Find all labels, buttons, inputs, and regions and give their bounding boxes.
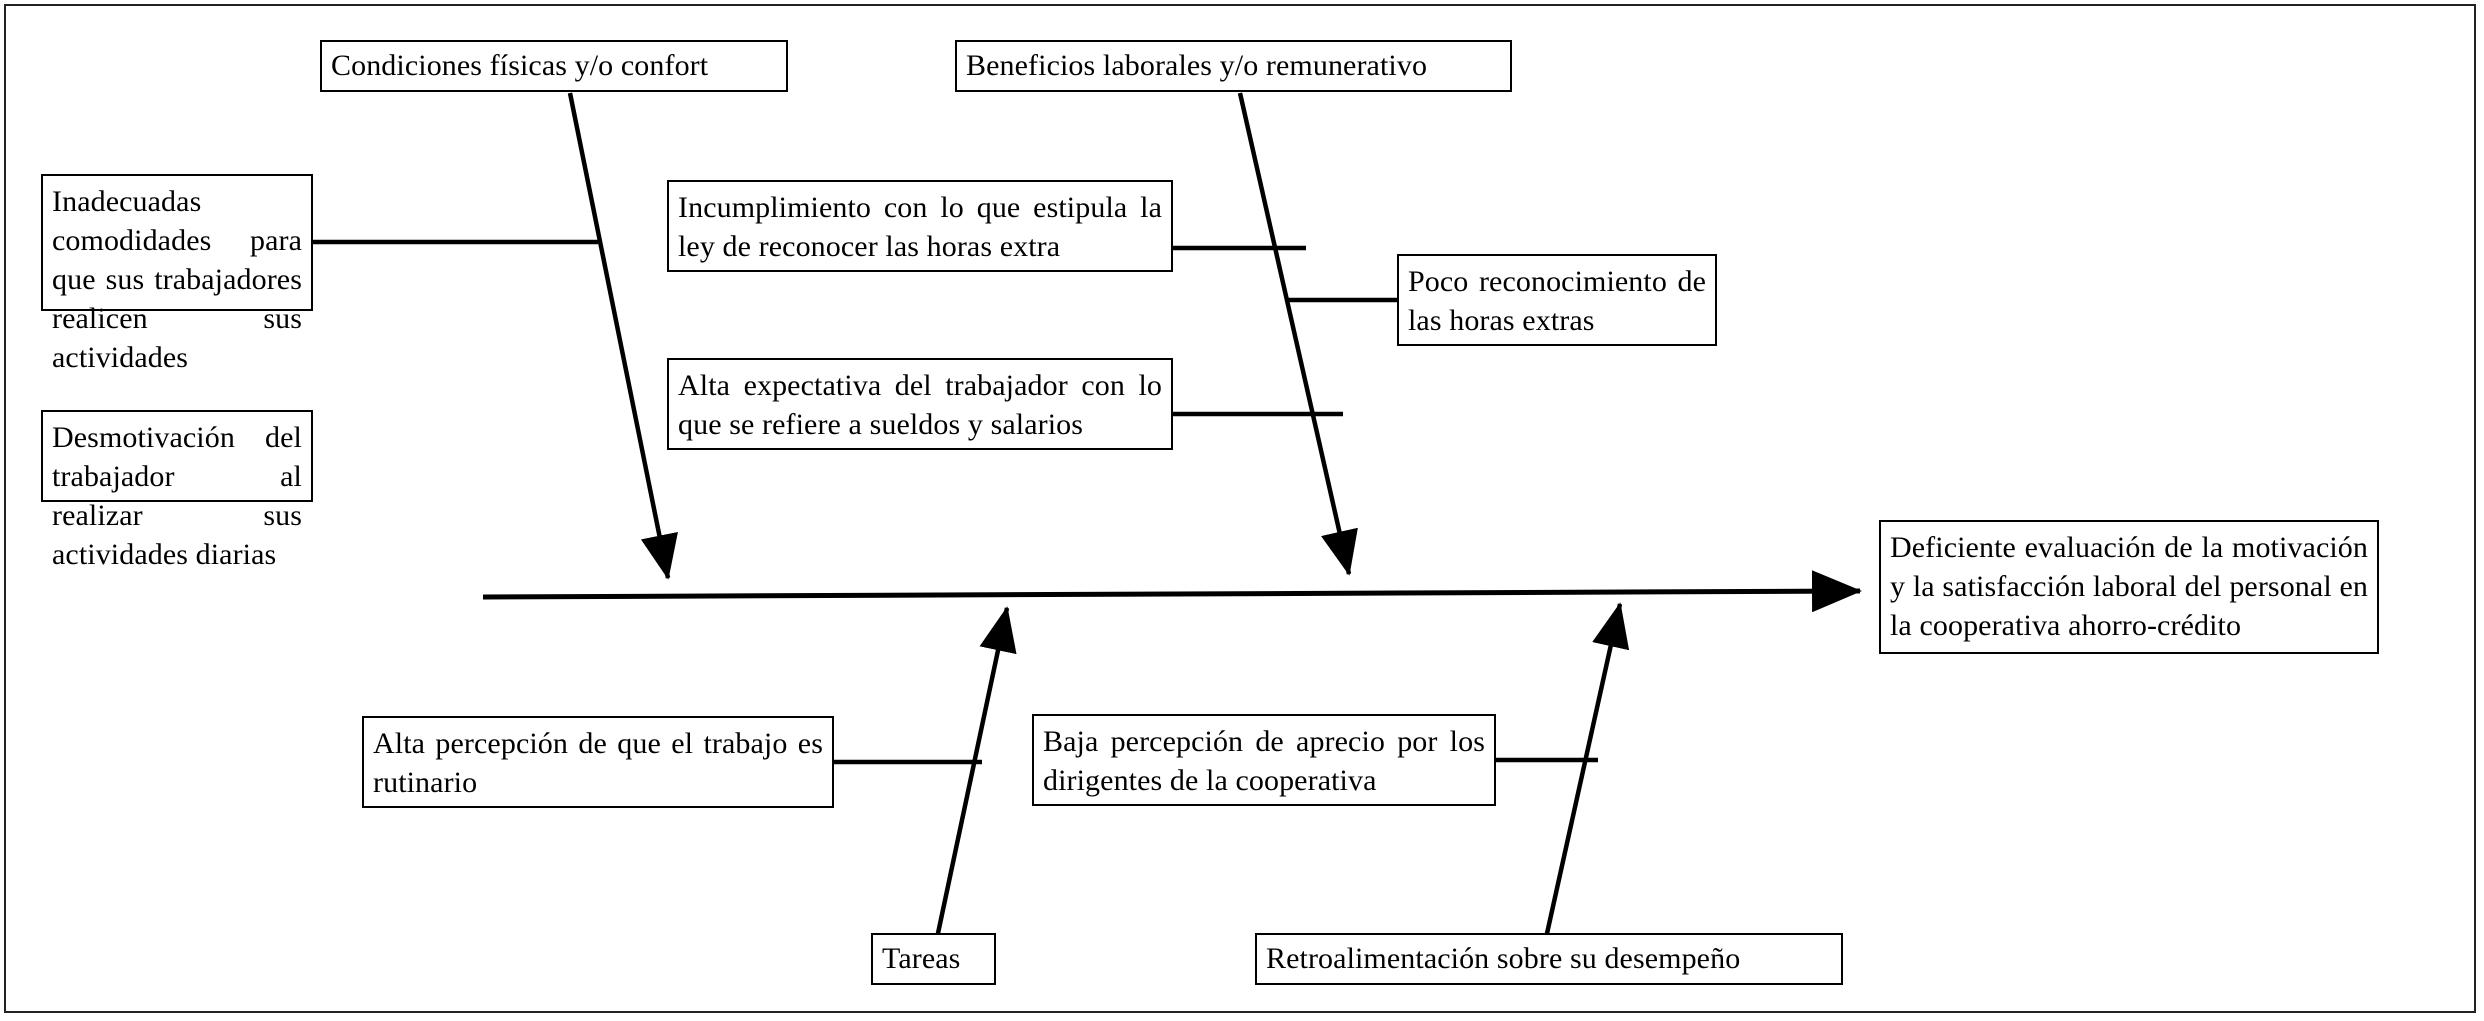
cause-label-alta-percepcion-rutinario: Alta percepción de que el trabajo es rut… xyxy=(373,727,823,799)
cause-box-inadecuadas-comodidades[interactable]: Inadecuadas comodidades para que sus tra… xyxy=(41,174,313,374)
category-label-condiciones-fisicas: Condiciones físicas y/o confort xyxy=(331,48,709,82)
category-box-beneficios-laborales[interactable]: Beneficios laborales y/o remunerativo xyxy=(955,40,1512,92)
cause-box-poco-reconocimiento[interactable]: Poco reconocimiento de las horas extras xyxy=(1397,254,1717,346)
cause-label-inadecuadas-comodidades: Inadecuadas comodidades para que sus tra… xyxy=(52,185,302,374)
cause-box-alta-expectativa[interactable]: Alta expectativa del trabajador con lo q… xyxy=(667,358,1173,450)
cause-box-alta-percepcion-rutinario[interactable]: Alta percepción de que el trabajo es rut… xyxy=(362,716,834,808)
category-box-tareas[interactable]: Tareas xyxy=(871,933,996,985)
cause-label-baja-percepcion-aprecio: Baja percepción de aprecio por los dirig… xyxy=(1043,725,1485,797)
cause-label-incumplimiento-ley: Incumplimiento con lo que estipula la le… xyxy=(678,191,1162,263)
diagram-outer-frame xyxy=(4,4,2476,1013)
category-label-tareas: Tareas xyxy=(882,941,961,975)
effect-label: Deficiente evaluación de la motivación y… xyxy=(1890,531,2368,642)
category-label-retroalimentacion: Retroalimentación sobre su desempeño xyxy=(1266,941,1741,975)
cause-box-desmotivacion[interactable]: Desmotivación del trabajador al realizar… xyxy=(41,410,313,571)
cause-box-incumplimiento-ley[interactable]: Incumplimiento con lo que estipula la le… xyxy=(667,180,1173,272)
cause-label-poco-reconocimiento: Poco reconocimiento de las horas extras xyxy=(1408,265,1706,337)
category-label-beneficios-laborales: Beneficios laborales y/o remunerativo xyxy=(966,48,1428,82)
cause-box-baja-percepcion-aprecio[interactable]: Baja percepción de aprecio por los dirig… xyxy=(1032,714,1496,806)
cause-label-desmotivacion: Desmotivación del trabajador al realizar… xyxy=(52,421,302,571)
effect-box[interactable]: Deficiente evaluación de la motivación y… xyxy=(1879,520,2379,654)
category-box-condiciones-fisicas[interactable]: Condiciones físicas y/o confort xyxy=(320,40,788,92)
category-box-retroalimentacion[interactable]: Retroalimentación sobre su desempeño xyxy=(1255,933,1843,985)
cause-label-alta-expectativa: Alta expectativa del trabajador con lo q… xyxy=(678,369,1162,441)
